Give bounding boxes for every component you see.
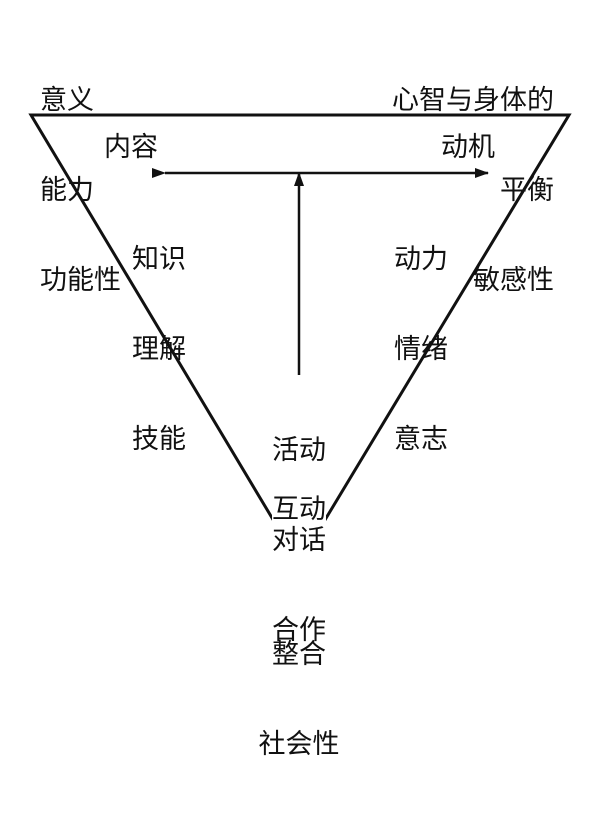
corner-bottom-line: 社会性 <box>258 729 340 760</box>
group-content-item: 理解 <box>132 334 186 365</box>
outer-triangle <box>28 113 572 566</box>
group-motivation-item: 意志 <box>394 424 448 455</box>
group-motivation-item: 动力 <box>394 244 448 275</box>
axis-label-content: 内容 <box>104 132 158 163</box>
axis-label-interaction: 互动 <box>272 494 326 525</box>
group-motivation: 动力 情绪 意志 <box>394 185 448 515</box>
corner-top-right-line: 敏感性 <box>473 265 554 296</box>
group-interaction-item: 合作 <box>272 615 326 646</box>
corner-bottom-line: 整合 <box>272 639 326 670</box>
corner-top-left-line: 功能性 <box>40 265 121 296</box>
group-motivation-item: 情绪 <box>394 334 448 365</box>
group-content-item: 技能 <box>132 424 186 455</box>
group-interaction-item: 对话 <box>272 525 326 556</box>
corner-top-right-line: 平衡 <box>500 175 554 206</box>
group-content-item: 知识 <box>132 244 186 275</box>
corner-bottom: 整合 社会性 <box>240 580 358 820</box>
diagram: 意义 能力 功能性 心智与身体的 平衡 敏感性 内容 动机 知识 理解 技能 动… <box>28 26 572 760</box>
corner-top-right-line: 心智与身体的 <box>392 85 554 116</box>
corner-top-right: 心智与身体的 平衡 敏感性 <box>392 26 554 356</box>
corner-top-left-line: 意义 <box>40 85 94 116</box>
group-content: 知识 理解 技能 <box>132 185 186 515</box>
axis-label-motivation: 动机 <box>441 132 495 163</box>
corner-top-left: 意义 能力 功能性 <box>40 26 121 356</box>
group-interaction-item: 活动 <box>272 435 326 466</box>
corner-top-left-line: 能力 <box>40 175 94 206</box>
